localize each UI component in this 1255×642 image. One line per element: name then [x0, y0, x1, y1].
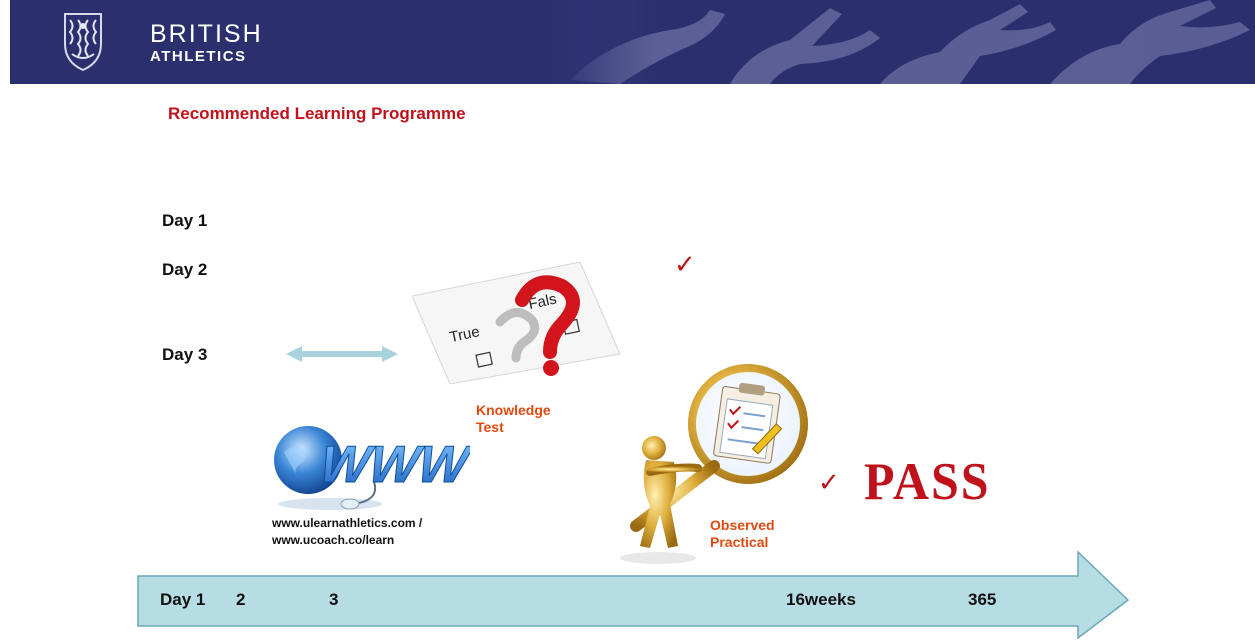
timeline-label-3: 3: [329, 590, 339, 609]
logo-line-athletics: ATHLETICS: [150, 48, 247, 65]
timeline-label-2: 2: [236, 590, 246, 609]
quiz-false-text: Fals: [527, 290, 558, 313]
british-athletics-crest-icon: [64, 13, 102, 72]
day-label-2: Day 2: [162, 260, 208, 279]
check-icon-pass: ✓: [818, 468, 840, 498]
www-text: WWW: [316, 436, 470, 494]
header-banner: BRITISH ATHLETICS: [10, 0, 1255, 84]
pass-text: PASS: [864, 451, 991, 511]
day-label-3: Day 3: [162, 345, 208, 364]
double-arrow-icon: [286, 346, 398, 362]
athletes-silhouette-icon: [550, 0, 1255, 84]
true-false-quiz-icon: True Fals: [412, 262, 621, 384]
magnifying-glass-figure-icon: [620, 364, 808, 564]
url-list: www.ulearnathletics.com / www.ucoach.co/…: [272, 515, 422, 549]
timeline-arrow-icon: [137, 550, 1130, 640]
logo-line-british: BRITISH: [150, 20, 263, 48]
timeline-label-365: 365: [968, 590, 997, 609]
quiz-true-text: True: [448, 323, 481, 346]
timeline-label-day1: Day 1: [160, 590, 206, 609]
page-title: Recommended Learning Programme: [168, 104, 466, 123]
check-icon-top: ✓: [674, 250, 696, 280]
observed-practical-label: Observed Practical: [710, 517, 775, 550]
day-label-1: Day 1: [162, 211, 208, 230]
www-globe-icon: WWW: [274, 426, 470, 510]
knowledge-test-label: Knowledge Test: [476, 402, 551, 435]
url-ulearnathletics[interactable]: www.ulearnathletics.com /: [272, 516, 423, 530]
url-ucoach[interactable]: www.ucoach.co/learn: [272, 533, 395, 547]
timeline-label-16weeks: 16weeks: [786, 590, 856, 609]
